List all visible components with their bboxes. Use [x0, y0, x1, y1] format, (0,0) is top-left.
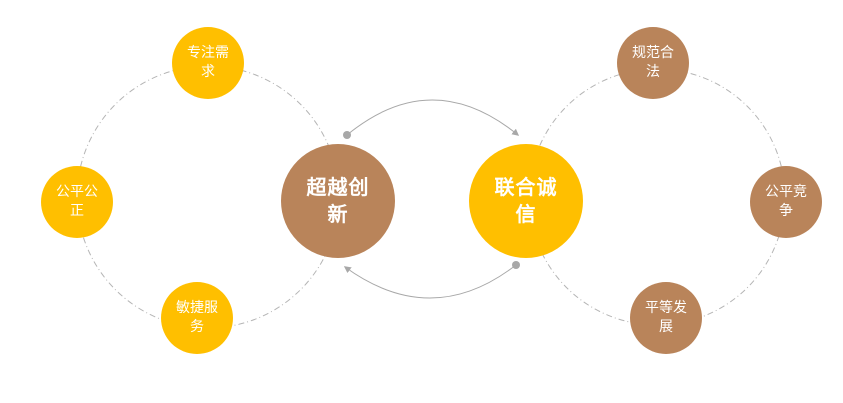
node-focus-on-needs-label: 专注需求	[187, 45, 229, 80]
node-standard-lawful-label: 规范合法	[632, 45, 674, 80]
top-arc-start-dot	[343, 131, 351, 139]
center-node-innovation-label: 超越创新	[306, 175, 370, 226]
node-fair-competition-label: 公平竞争	[765, 184, 807, 219]
node-standard-lawful: 规范合法	[617, 27, 689, 99]
top-arc-arrow	[346, 99, 520, 136]
center-node-integrity: 联合诚信	[469, 144, 583, 258]
bottom-arc-arrow	[343, 264, 517, 299]
center-node-integrity-label: 联合诚信	[494, 175, 558, 226]
bottom-arc-start-dot	[512, 261, 520, 269]
node-fair-competition: 公平竞争	[750, 166, 822, 238]
node-equal-development-label: 平等发展	[645, 300, 687, 335]
node-agile-service: 敏捷服务	[161, 282, 233, 354]
node-agile-service-label: 敏捷服务	[176, 300, 218, 335]
center-node-innovation: 超越创新	[281, 144, 395, 258]
node-fair-and-just: 公平公正	[41, 166, 113, 238]
node-equal-development: 平等发展	[630, 282, 702, 354]
node-focus-on-needs: 专注需求	[172, 27, 244, 99]
node-fair-and-just-label: 公平公正	[56, 184, 98, 219]
